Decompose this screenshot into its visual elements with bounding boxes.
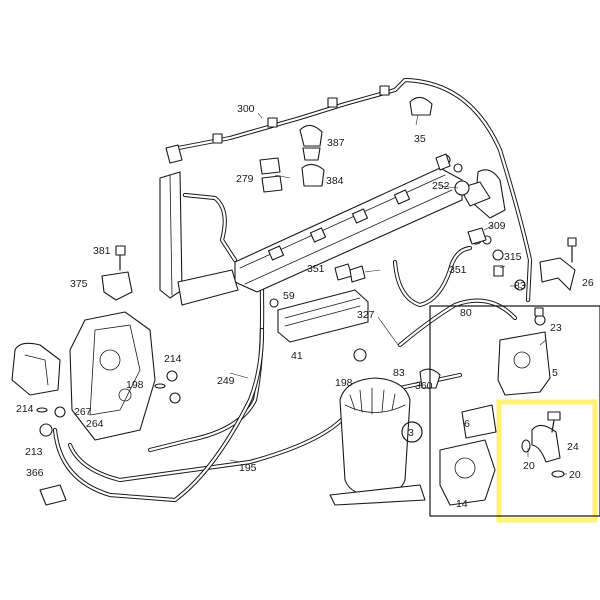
hose-327 xyxy=(392,245,473,308)
valve-housing xyxy=(497,307,551,396)
hose-80 xyxy=(397,298,518,348)
fuel-filter xyxy=(329,348,441,506)
callout: 279 xyxy=(236,173,254,185)
callout: 214 xyxy=(16,403,34,415)
callout: 198 xyxy=(335,377,353,389)
callout: 14 xyxy=(456,498,468,510)
bolt-381 xyxy=(115,245,126,271)
callout: 351 xyxy=(307,263,325,275)
callout: 360 xyxy=(415,380,433,392)
clip-384 xyxy=(301,163,325,187)
callout: 41 xyxy=(291,350,303,362)
callout: 300 xyxy=(237,103,255,115)
callout: 83 xyxy=(393,367,405,379)
callout: 327 xyxy=(357,309,375,321)
fuel-cooler-41 xyxy=(269,289,369,343)
callout: 351 xyxy=(449,264,467,276)
callout: 23 xyxy=(550,322,562,334)
bracket-26 xyxy=(539,237,577,291)
callout: 309 xyxy=(488,220,506,232)
callout: 20 xyxy=(523,460,535,472)
callout: 198 xyxy=(126,379,144,391)
callout: 20 xyxy=(569,469,581,481)
callout: 213 xyxy=(25,446,43,458)
callout: 195 xyxy=(239,462,257,474)
callout: 80 xyxy=(460,307,472,319)
callout: 59 xyxy=(283,290,295,302)
callout: 3 xyxy=(408,427,414,439)
callout: 24 xyxy=(567,441,579,453)
detail-box xyxy=(401,305,600,517)
hose-fuel-return xyxy=(165,77,533,303)
fitting-83-top xyxy=(514,279,526,291)
fitting-315 xyxy=(492,249,504,277)
callout: 26 xyxy=(582,277,594,289)
callout: 264 xyxy=(86,418,104,430)
fittings-left xyxy=(36,370,181,437)
callout: 249 xyxy=(217,375,235,387)
callout: 83 xyxy=(514,280,526,292)
clip-279 xyxy=(259,157,283,193)
clip-387 xyxy=(299,124,323,161)
hose-249 xyxy=(147,255,265,453)
leader-lines xyxy=(229,112,567,475)
callout: 35 xyxy=(414,133,426,145)
valve-252 xyxy=(435,153,470,196)
heater-housing-14 xyxy=(439,404,497,506)
fitting-309 xyxy=(467,227,487,245)
callout: 5 xyxy=(552,367,558,379)
high-pressure-pump xyxy=(11,311,156,441)
callout-labels: 300 387 35 279 384 252 309 26 381 375 59… xyxy=(16,103,594,510)
highlight-frame xyxy=(496,399,598,523)
bracket-375 xyxy=(101,271,133,301)
callout: 315 xyxy=(504,251,522,263)
clip-35 xyxy=(409,96,433,116)
callout: 387 xyxy=(327,137,345,149)
callout: 375 xyxy=(70,278,88,290)
injector-leak-line xyxy=(165,85,390,164)
hose-lower-left xyxy=(52,327,265,503)
injector-left xyxy=(159,171,239,306)
callout: 366 xyxy=(26,467,44,479)
clip-366 xyxy=(39,484,67,506)
callout: 252 xyxy=(432,180,450,192)
hose-injector-left xyxy=(182,192,238,263)
clip-351 xyxy=(334,263,366,283)
callout: 6 xyxy=(464,418,470,430)
callout: 384 xyxy=(326,175,344,187)
callout: 381 xyxy=(93,245,111,257)
callout: 267 xyxy=(74,406,92,418)
callout: 214 xyxy=(164,353,182,365)
